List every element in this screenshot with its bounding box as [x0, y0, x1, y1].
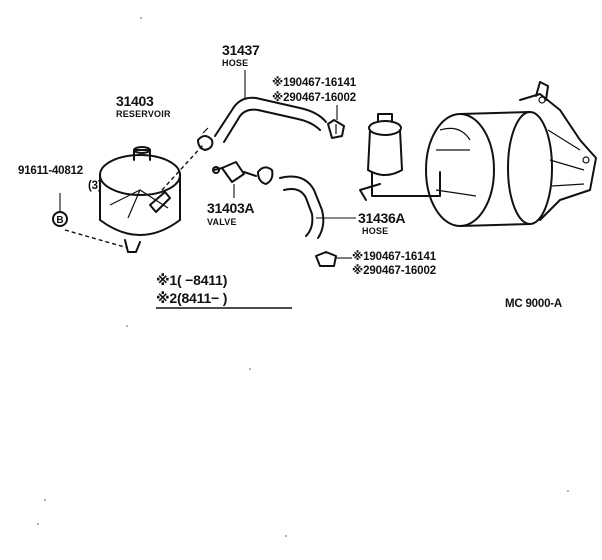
hose-upper-name: HOSE — [222, 58, 248, 68]
hose-lower-name: HOSE — [362, 226, 388, 236]
bolt-marker: B — [52, 211, 68, 227]
reservoir-number: 31403 — [116, 93, 154, 109]
bolt-number: 91611-40812 — [18, 165, 83, 177]
note-1: ※1( −8411) — [156, 272, 227, 288]
clamp-upper-right — [327, 119, 345, 139]
clamp-upper-code-1: ※190467-16141 — [272, 75, 357, 89]
bolt-marker-letter: B — [56, 215, 63, 226]
reservoir-name: RESERVOIR — [116, 109, 171, 119]
figure-code: MC 9000-A — [505, 298, 562, 310]
reservoir-valve-dashed-leader — [161, 144, 204, 191]
hose-lower-drawing — [279, 175, 325, 239]
bolt-qty: (3) — [88, 180, 102, 192]
clamp-upper-code-2: ※290467-16002 — [272, 90, 356, 104]
hose-lower-number: 31436A — [358, 210, 405, 226]
clamp-lower-code-1: ※190467-16141 — [352, 249, 437, 263]
hose-upper-number: 31437 — [222, 42, 260, 58]
clamp-lower — [315, 251, 337, 267]
reservoir-drawing — [99, 146, 181, 253]
hose-upper-drawing — [214, 96, 327, 143]
valve-drawing — [212, 161, 257, 183]
clamp-valve — [257, 166, 274, 185]
valve-name: VALVE — [207, 217, 237, 227]
booster-drawing — [359, 81, 597, 227]
bolt-dashed-leader — [64, 229, 129, 249]
note-2: ※2(8411− ) — [156, 290, 227, 306]
clamp-lower-code-2: ※290467-16002 — [352, 263, 436, 277]
clamp-left — [197, 127, 214, 151]
valve-number: 31403A — [207, 200, 254, 216]
scan-specks — [37, 17, 569, 537]
